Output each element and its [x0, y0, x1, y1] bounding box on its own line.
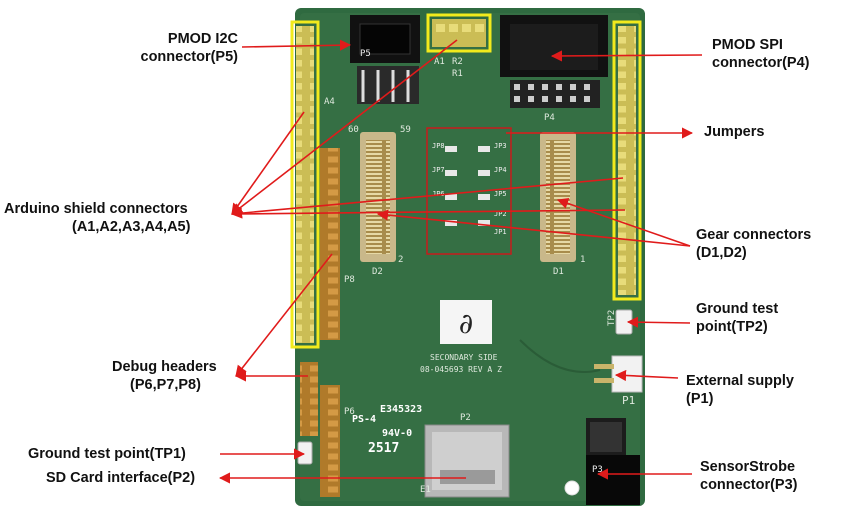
label-sd: SD Card interface(P2): [46, 469, 195, 487]
arrow-arduino-b: [231, 39, 458, 215]
silk-jp2: JP2: [494, 210, 507, 218]
label-ground-tp1-line1: Ground test point(TP1): [28, 446, 186, 462]
pmod-spi-connector: [500, 15, 608, 108]
gear-connector-d2: [360, 132, 396, 262]
jumper-pads: [445, 146, 490, 226]
arrow-gear-a: [376, 209, 691, 247]
arduino-header-top: [426, 13, 492, 53]
silk-cert: E345323: [380, 404, 422, 415]
arrow-tp2: [626, 316, 691, 328]
arduino-header-left: [290, 20, 320, 349]
silk-d1: D1: [553, 267, 564, 277]
label-external: External supply (P1): [686, 372, 794, 408]
debug-header-p6: [320, 385, 340, 497]
silk-d2: D2: [372, 267, 383, 277]
label-debug-line2: (P6,P7,P8): [130, 377, 201, 393]
silk-num1: 1: [580, 255, 585, 265]
label-pmod-spi-line1: PMOD SPI: [712, 37, 783, 53]
label-debug: Debug headers (P6,P7,P8): [112, 358, 217, 394]
label-pmod-spi-line2: connector(P4): [712, 55, 810, 71]
sticker: [440, 300, 492, 344]
label-gear-line2: (D1,D2): [696, 245, 747, 261]
silk-partno: 08-045693 REV A Z: [420, 365, 502, 374]
silk-p5: P5: [360, 49, 371, 59]
arrow-arduino-a: [231, 111, 305, 215]
label-sensorstrobe-line2: connector(P3): [700, 477, 798, 493]
label-gear: Gear connectors (D1,D2): [696, 226, 811, 262]
arrow-external: [614, 369, 679, 382]
silk-jp5: JP5: [494, 190, 507, 198]
silk-tp2: TP2: [607, 310, 617, 326]
silk-secondary: SECONDARY SIDE: [430, 353, 498, 362]
sticker-mark: ∂: [459, 307, 473, 340]
arrow-debug-up: [235, 253, 333, 377]
label-sensorstrobe-line1: SensorStrobe: [700, 459, 796, 475]
label-pmod-i2c-line2: connector(P5): [140, 49, 239, 65]
label-ground-tp1: Ground test point(TP1): [28, 445, 186, 463]
sd-card-interface: [424, 424, 510, 498]
sensorstrobe-connector: [586, 418, 640, 505]
label-ground-tp2-line1: Ground test: [696, 301, 779, 317]
silk-jp3: JP3: [494, 142, 507, 150]
silk-59: 59: [400, 125, 411, 135]
label-ground-tp2-line2: point(TP2): [696, 319, 768, 335]
silk-p1: P1: [622, 394, 635, 407]
silk-a1: A1: [434, 57, 445, 67]
silk-r2: R2: [452, 57, 463, 67]
silk-rating: 94V-0: [382, 428, 412, 439]
label-ground-tp2: Ground test point(TP2): [696, 300, 778, 336]
arrow-gear-b: [556, 198, 691, 247]
tp1-pad: [297, 441, 313, 465]
debug-header-p8: [320, 148, 340, 340]
label-external-line2: (P1): [686, 391, 714, 407]
label-sensorstrobe: SensorStrobe connector(P3): [700, 458, 798, 494]
label-debug-line1: Debug headers: [112, 359, 217, 375]
arrow-pmod-spi: [550, 50, 703, 62]
silk-jp6: JP6: [432, 190, 445, 198]
silk-ps4: PS-4: [352, 414, 376, 425]
silk-60: 60: [348, 125, 359, 135]
silk-date: 2517: [368, 441, 399, 456]
arrow-arduino-c: [230, 177, 624, 219]
silk-num2: 2: [398, 255, 403, 265]
silk-a4: A4: [324, 97, 335, 107]
label-pmod-spi: PMOD SPI connector(P4): [712, 36, 810, 72]
silk-jp4: JP4: [494, 166, 507, 174]
label-jumpers: Jumpers: [704, 123, 764, 141]
gear-connector-d1: [540, 132, 576, 262]
arrow-arduino-d: [231, 209, 626, 215]
silk-p8: P8: [344, 275, 355, 285]
debug-header-p7: [300, 362, 318, 436]
silk-p6: P6: [344, 407, 355, 417]
label-arduino-line1: Arduino shield connectors: [4, 201, 188, 217]
label-jumpers-line1: Jumpers: [704, 124, 765, 140]
silk-jp7: JP7: [432, 166, 445, 174]
silk-p4: P4: [544, 113, 555, 123]
silk-e1: E1: [420, 485, 431, 495]
silk-r1: R1: [452, 69, 463, 79]
arduino-header-right: [612, 20, 642, 301]
label-pmod-i2c: PMOD I2C connector(P5): [120, 30, 239, 66]
label-arduino-line2: (A1,A2,A3,A4,A5): [72, 219, 191, 235]
jumpers-box: [426, 127, 512, 255]
label-arduino: Arduino shield connectors (A1,A2,A3,A4,A…: [4, 200, 190, 236]
arrow-pmod-i2c: [241, 39, 352, 51]
pmod-i2c-connector: [350, 15, 420, 104]
label-sd-line1: SD Card interface(P2): [46, 470, 196, 486]
callout-arrows: [218, 39, 703, 484]
label-external-line1: External supply: [686, 373, 794, 389]
silk-jp1: JP1: [494, 228, 507, 236]
silk-jp8: JP8: [432, 142, 445, 150]
silk-p2: P2: [460, 413, 471, 423]
label-pmod-i2c-line1: PMOD I2C: [167, 31, 238, 47]
label-gear-line1: Gear connectors: [696, 227, 812, 243]
